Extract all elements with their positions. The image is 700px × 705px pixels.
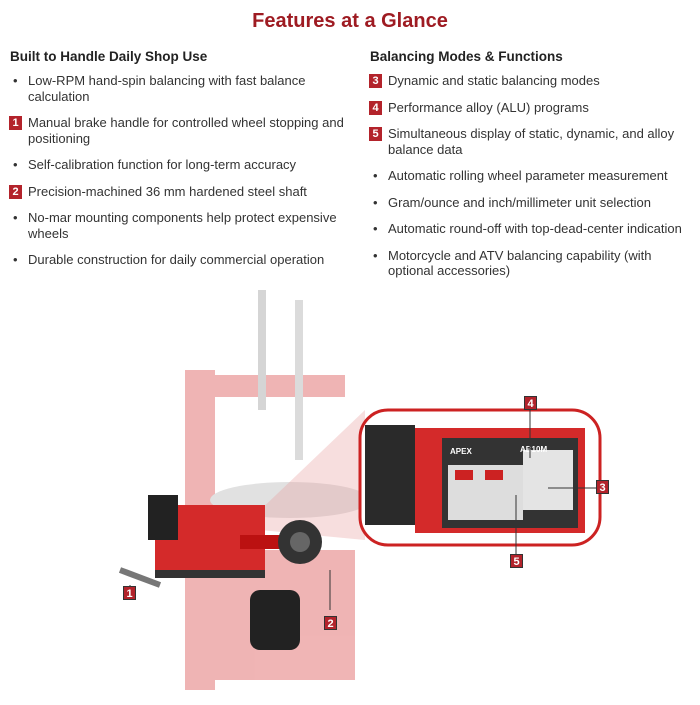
- list-item: • Gram/ounce and inch/millimeter unit sel…: [370, 195, 700, 211]
- item-text: Motorcycle and ATV balancing capability …: [388, 247, 652, 279]
- page-title: Features at a Glance: [252, 10, 448, 32]
- wheel-balancer-image: APEX AB10M: [118, 290, 602, 690]
- item-text: Self-calibration function for long-term …: [28, 157, 297, 172]
- item-text: Durable construction for daily commercia…: [28, 252, 325, 267]
- right-feature-list: 3 Dynamic and static balancing modes 4 Per…: [369, 73, 700, 279]
- number-badge: 3: [369, 74, 382, 88]
- list-item: • Automatic round-off with top-dead-cente…: [370, 221, 700, 237]
- bullet-icon: •: [373, 194, 378, 210]
- bullet-icon: •: [373, 247, 378, 263]
- list-item: 5 Simultaneous display of static, dynamic…: [369, 126, 700, 157]
- bullet-icon: •: [13, 73, 18, 88]
- callout-badge-4: 4: [524, 396, 537, 410]
- bullet-icon: •: [13, 210, 18, 225]
- list-item: • Automatic rolling wheel parameter measu…: [370, 168, 700, 184]
- left-heading: Built to Handle Daily Shop Use: [10, 49, 208, 64]
- callout-badge-5: 5: [510, 554, 523, 568]
- bullet-icon: •: [373, 168, 378, 183]
- right-heading: Balancing Modes & Functions: [370, 49, 563, 64]
- number-badge: 1: [9, 116, 22, 130]
- left-feature-list: • Low-RPM hand-spin balancing with fast b…: [9, 73, 350, 268]
- item-text: Simultaneous display of static, dynamic,…: [388, 126, 675, 157]
- item-text: Automatic rolling wheel parameter measur…: [388, 168, 668, 183]
- right-feature-column: Balancing Modes & Functions 3 Dynamic and…: [369, 49, 700, 290]
- balancer-unit: [118, 495, 322, 650]
- list-item: • Self-calibration function for long-term…: [10, 157, 350, 173]
- bullet-icon: •: [13, 157, 18, 172]
- item-text: Dynamic and static balancing modes: [388, 73, 600, 88]
- control-panel-inset: APEX AB10M: [129, 403, 602, 610]
- item-text: Manual brake handle for controlled wheel…: [28, 115, 344, 146]
- list-item: 3 Dynamic and static balancing modes: [369, 73, 700, 89]
- list-item: 2 Precision-machined 36 mm hardened steel…: [9, 183, 350, 200]
- bullet-icon: •: [13, 252, 18, 267]
- item-text: No-mar mounting components help protect …: [28, 210, 337, 241]
- list-item: • Motorcycle and ATV balancing capability…: [370, 248, 700, 279]
- list-item: 4 Performance alloy (ALU) programs: [369, 99, 700, 116]
- item-text: Precision-machined 36 mm hardened steel …: [28, 183, 307, 199]
- machine-illustration: APEX AB10M 1 2 3 4 5: [0, 280, 700, 700]
- item-text: Automatic round-off with top-dead-center…: [388, 221, 682, 236]
- callout-badge-2: 2: [324, 616, 337, 630]
- callout-badge-3: 3: [596, 480, 609, 494]
- item-text: Gram/ounce and inch/millimeter unit sele…: [388, 194, 652, 210]
- panel-model: AB10M: [520, 445, 547, 454]
- number-badge: 4: [369, 100, 382, 115]
- number-badge: 2: [9, 184, 22, 199]
- panel-brand: APEX: [450, 447, 472, 456]
- callout-badge-1: 1: [123, 586, 136, 600]
- item-text: Low-RPM hand-spin balancing with fast ba…: [28, 73, 306, 104]
- list-item: • Low-RPM hand-spin balancing with fast b…: [10, 73, 350, 104]
- list-item: • No-mar mounting components help protect…: [10, 210, 350, 241]
- list-item: • Durable construction for daily commerci…: [10, 252, 350, 268]
- item-text: Performance alloy (ALU) programs: [388, 99, 589, 115]
- bullet-icon: •: [373, 221, 378, 236]
- list-item: 1 Manual brake handle for controlled whee…: [9, 115, 350, 146]
- left-feature-column: Built to Handle Daily Shop Use • Low-RPM …: [9, 49, 350, 279]
- number-badge: 5: [369, 127, 382, 141]
